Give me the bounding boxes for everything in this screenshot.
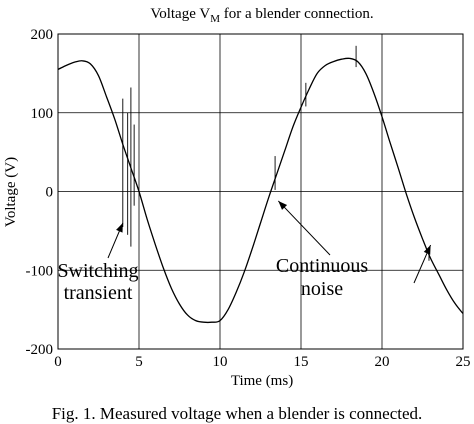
x-axis-label: Time (ms) bbox=[231, 373, 293, 389]
y-axis-label: Voltage (V) bbox=[3, 157, 19, 227]
grid-lines bbox=[58, 34, 463, 349]
x-tick-label: 0 bbox=[54, 354, 62, 370]
y-tick-label: 0 bbox=[46, 185, 54, 201]
y-tick-label: 200 bbox=[31, 27, 54, 43]
plot-frame bbox=[57, 33, 464, 350]
annotation-noise-arrow bbox=[277, 200, 331, 256]
chart-title-rest: for a blender connection. bbox=[220, 6, 374, 22]
annotation-noise2-arrowhead bbox=[423, 245, 431, 255]
y-tick-label: -100 bbox=[26, 263, 54, 279]
annotation-noise-arrowhead bbox=[278, 200, 288, 210]
figure-caption: Fig. 1. Measured voltage when a blender … bbox=[52, 404, 423, 423]
annotation-switching-text: transient bbox=[64, 282, 133, 304]
axis-ticks: 0 5 10 15 20 25 -200 -100 0 100 200 bbox=[26, 27, 471, 370]
x-tick-label: 25 bbox=[456, 354, 471, 370]
annotation-switching-text: Switching bbox=[57, 260, 138, 282]
y-tick-label: 100 bbox=[31, 106, 54, 122]
chart-title: Voltage VM for a blender connection. bbox=[150, 6, 373, 25]
x-tick-label: 10 bbox=[213, 354, 228, 370]
annotation-switching-arrowhead bbox=[116, 223, 123, 233]
x-tick-label: 20 bbox=[375, 354, 390, 370]
annotation-noise-text: Continuous bbox=[276, 255, 368, 277]
series-line-voltage bbox=[57, 57, 464, 324]
x-tick-label: 5 bbox=[135, 354, 143, 370]
annotation-noise-text: noise bbox=[301, 278, 343, 300]
x-tick-label: 15 bbox=[294, 354, 309, 370]
chart-title-subscript: M bbox=[210, 13, 220, 25]
transient-spikes bbox=[122, 45, 430, 261]
y-tick-label: -200 bbox=[26, 342, 54, 358]
chart-title-main: Voltage V bbox=[150, 6, 210, 22]
